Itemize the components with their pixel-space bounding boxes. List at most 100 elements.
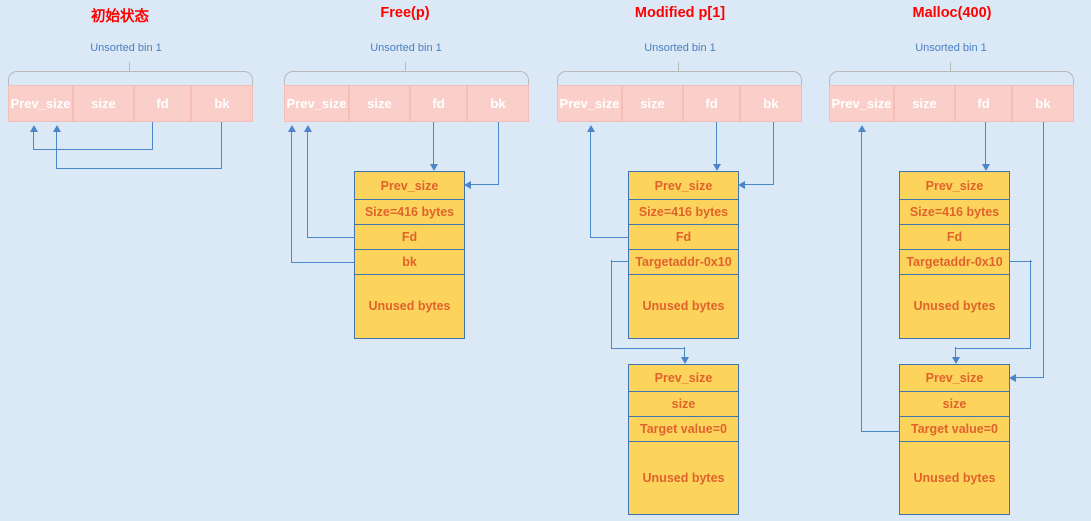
bin-brace-4 [829, 71, 1074, 87]
heap-chunk-4-1: Prev_size Size=416 bytes Fd Targetaddr-0… [899, 171, 1010, 339]
unsorted-bin-bar-4: Prev_size size fd bk [829, 85, 1074, 122]
chunk-row-unused[interactable]: Unused bytes [629, 275, 738, 337]
bin-brace-tick-2 [405, 62, 407, 72]
chunk-row-prev-size[interactable]: Prev_size [900, 365, 1009, 392]
bin-cell-bk[interactable]: bk [1012, 85, 1074, 122]
bin-cell-bk[interactable]: bk [191, 85, 253, 122]
arrow-head-fd-2 [429, 164, 438, 171]
chunk-row-size[interactable]: Size=416 bytes [629, 200, 738, 225]
chunk-row-fd[interactable]: Fd [355, 225, 464, 250]
bin-cell-prev-size[interactable]: Prev_size [284, 85, 349, 122]
chunk-row-unused[interactable]: Unused bytes [900, 275, 1009, 337]
chunk-row-bk[interactable]: bk [355, 250, 464, 275]
chunk-row-fd[interactable]: Fd [900, 225, 1009, 250]
connector-fd-down-1 [152, 122, 154, 150]
chunk-row-target-addr[interactable]: Targetaddr-0x10 [629, 250, 738, 275]
connector-bk-left-3 [744, 183, 774, 185]
connector-bk-down-3 [773, 122, 775, 185]
bin-cell-fd[interactable]: fd [134, 85, 191, 122]
connector-target-value-up-4 [861, 132, 863, 431]
bin-cell-prev-size[interactable]: Prev_size [8, 85, 73, 122]
unsorted-bin-bar-2: Prev_size size fd bk [284, 85, 529, 122]
chunk-row-target-value[interactable]: Target value=0 [629, 417, 738, 442]
connector-target-down-4 [1030, 260, 1032, 349]
bin-cell-prev-size[interactable]: Prev_size [557, 85, 622, 122]
bin-brace-1 [8, 71, 253, 87]
connector-fd-up-1 [33, 132, 35, 150]
connector-chunk-bk-up-2 [291, 132, 293, 262]
column-title-4: Malloc(400) [912, 5, 992, 21]
chunk-row-prev-size[interactable]: Prev_size [900, 172, 1009, 200]
bin-brace-tick-1 [129, 62, 131, 72]
bin-cell-size[interactable]: size [73, 85, 134, 122]
connector-target-down-3 [611, 260, 613, 349]
bin-label-2: Unsorted bin 1 [370, 42, 442, 54]
chunk-row-size[interactable]: Size=416 bytes [900, 200, 1009, 225]
connector-fd-down-2 [433, 122, 435, 164]
chunk-row-unused[interactable]: Unused bytes [900, 442, 1009, 514]
arrow-head-target-value-4 [857, 125, 866, 132]
connector-chunk-bk-left-2 [291, 261, 355, 263]
bin-label-1: Unsorted bin 1 [90, 42, 162, 54]
bin-brace-2 [284, 71, 529, 87]
arrow-head-target-4 [951, 357, 960, 364]
bin-cell-size[interactable]: size [622, 85, 683, 122]
heap-chunk-3-2: Prev_size size Target value=0 Unused byt… [628, 364, 739, 515]
chunk-row-prev-size[interactable]: Prev_size [629, 172, 738, 200]
connector-chunk-fd-left-3 [590, 236, 629, 238]
connector-target-right-4 [1010, 260, 1032, 262]
chunk-row-fd[interactable]: Fd [629, 225, 738, 250]
arrow-head-bk-2 [464, 180, 471, 189]
connector-bk-up-1 [56, 132, 58, 169]
bin-cell-fd[interactable]: fd [683, 85, 740, 122]
arrow-head-chunk-fd-3 [586, 125, 595, 132]
connector-chunk-fd-left-2 [307, 236, 355, 238]
connector-target-down2-3 [684, 347, 686, 358]
unsorted-bin-bar-1: Prev_size size fd bk [8, 85, 253, 122]
connector-chunk-fd-up-2 [307, 132, 309, 237]
bin-cell-prev-size[interactable]: Prev_size [829, 85, 894, 122]
heap-chunk-4-2: Prev_size size Target value=0 Unused byt… [899, 364, 1010, 515]
chunk-row-size[interactable]: size [900, 392, 1009, 417]
bin-cell-size[interactable]: size [894, 85, 955, 122]
bin-cell-fd[interactable]: fd [955, 85, 1012, 122]
chunk-row-prev-size[interactable]: Prev_size [629, 365, 738, 392]
connector-target-down2-4 [955, 347, 957, 358]
arrow-head-target-3 [680, 357, 689, 364]
chunk-row-target-addr[interactable]: Targetaddr-0x10 [900, 250, 1009, 275]
connector-bk-left-1 [56, 167, 222, 169]
arrow-head-fd-1 [29, 125, 38, 132]
arrow-head-fd-4 [981, 164, 990, 171]
bin-brace-3 [557, 71, 802, 87]
bin-cell-bk[interactable]: bk [467, 85, 529, 122]
bin-cell-fd[interactable]: fd [410, 85, 467, 122]
heap-chunk-3-1: Prev_size Size=416 bytes Fd Targetaddr-0… [628, 171, 739, 339]
connector-target-back-4 [955, 347, 1031, 349]
chunk-row-target-value[interactable]: Target value=0 [900, 417, 1009, 442]
chunk-row-prev-size[interactable]: Prev_size [355, 172, 464, 200]
bin-label-4: Unsorted bin 1 [915, 42, 987, 54]
bin-cell-bk[interactable]: bk [740, 85, 802, 122]
connector-fd-left-1 [33, 148, 153, 150]
connector-bk-down-4 [1043, 122, 1045, 378]
arrow-head-bk-4 [1009, 373, 1016, 382]
connector-bk-left-4 [1015, 376, 1044, 378]
chunk-row-size[interactable]: Size=416 bytes [355, 200, 464, 225]
chunk-row-unused[interactable]: Unused bytes [629, 442, 738, 514]
column-title-1: 初始状态 [91, 9, 149, 25]
arrow-head-chunk-fd-2 [303, 125, 312, 132]
connector-target-left-3 [611, 260, 629, 262]
chunk-row-unused[interactable]: Unused bytes [355, 275, 464, 337]
connector-bk-down-2 [498, 122, 500, 185]
chunk-row-size[interactable]: size [629, 392, 738, 417]
arrow-head-bk-3 [738, 180, 745, 189]
bin-cell-size[interactable]: size [349, 85, 410, 122]
arrow-head-chunk-bk-2 [287, 125, 296, 132]
connector-bk-left-2 [470, 183, 499, 185]
connector-target-right-3 [611, 347, 685, 349]
column-title-3: Modified p[1] [634, 5, 726, 21]
unsorted-bin-bar-3: Prev_size size fd bk [557, 85, 802, 122]
bin-label-3: Unsorted bin 1 [644, 42, 716, 54]
heap-chunk-2-1: Prev_size Size=416 bytes Fd bk Unused by… [354, 171, 465, 339]
